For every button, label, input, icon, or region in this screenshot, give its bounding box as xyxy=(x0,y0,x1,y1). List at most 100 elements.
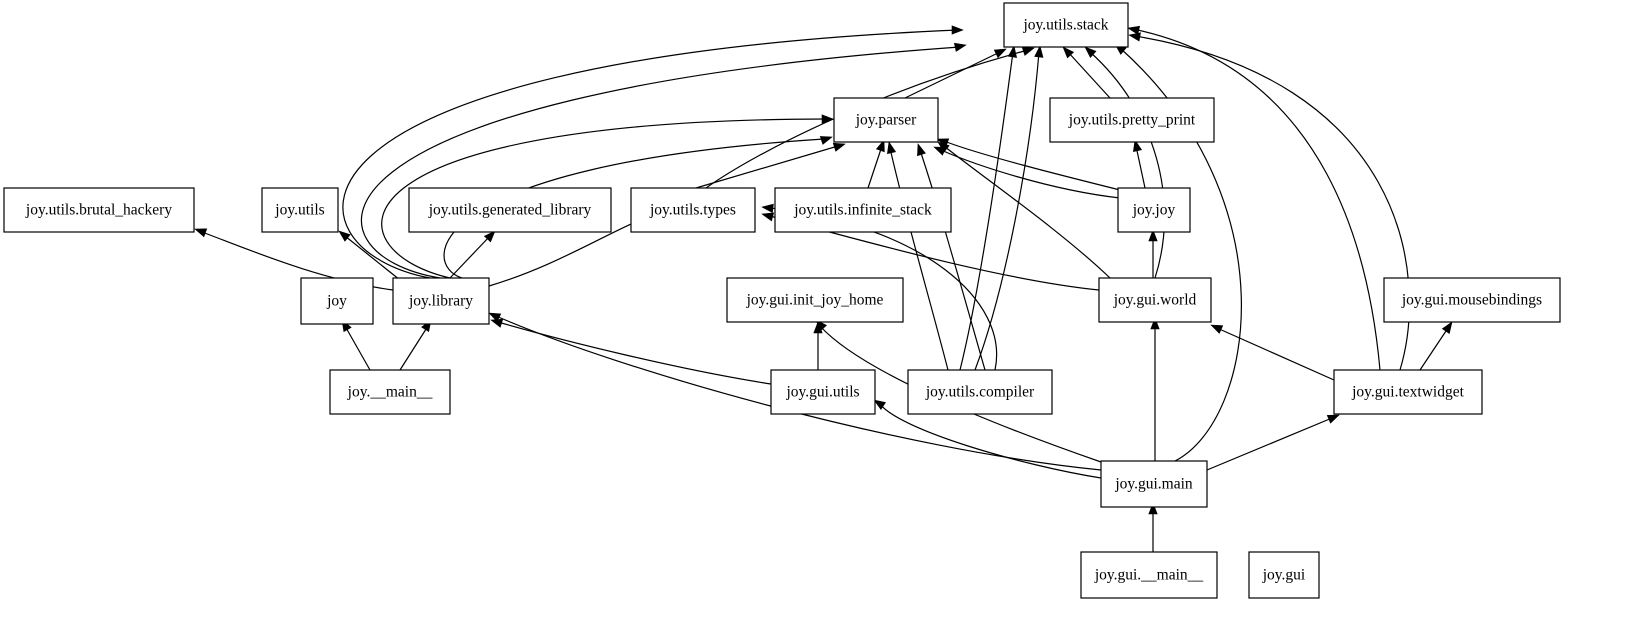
node-stack[interactable]: joy.utils.stack xyxy=(1003,2,1129,48)
node-box-mousebindings[interactable] xyxy=(1383,277,1561,323)
node-label-mousebindings: joy.gui.mousebindings xyxy=(1401,292,1542,309)
arrowhead-library-to-stack xyxy=(953,42,967,52)
node-label-generated_library: joy.utils.generated_library xyxy=(428,202,592,219)
edge-compiler-to-parser xyxy=(889,147,949,371)
arrowhead-library-to-stack xyxy=(951,25,964,35)
node-box-gui_dunder_main[interactable] xyxy=(1080,551,1218,599)
node-label-gui: joy.gui xyxy=(1262,567,1306,584)
node-label-brutal_hackery: joy.utils.brutal_hackery xyxy=(25,202,172,219)
node-utils[interactable]: joy.utils xyxy=(261,187,339,233)
arrowhead-gui_main-to-textwidget xyxy=(1326,414,1340,424)
node-joy[interactable]: joy xyxy=(300,277,374,325)
edge-types-to-parser xyxy=(695,145,839,189)
node-box-pretty_print[interactable] xyxy=(1049,97,1215,143)
node-box-compiler[interactable] xyxy=(907,369,1053,415)
node-mousebindings[interactable]: joy.gui.mousebindings xyxy=(1383,277,1561,323)
node-label-infinite_stack: joy.utils.infinite_stack xyxy=(793,202,932,219)
arrowhead-types-to-parser xyxy=(832,142,846,152)
edge-world-to-stack xyxy=(1089,51,1166,279)
node-library[interactable]: joy.library xyxy=(392,277,490,325)
node-textwidget[interactable]: joy.gui.textwidget xyxy=(1333,369,1483,415)
edge-textwidget-to-stack xyxy=(1134,35,1410,371)
node-gui_utils[interactable]: joy.gui.utils xyxy=(770,369,876,415)
node-brutal_hackery[interactable]: joy.utils.brutal_hackery xyxy=(3,187,195,233)
node-label-stack: joy.utils.stack xyxy=(1022,17,1108,34)
arrowhead-compiler-to-types xyxy=(761,203,774,213)
edge-gui_main-to-textwidget xyxy=(1206,417,1333,471)
node-gui[interactable]: joy.gui xyxy=(1248,551,1320,599)
node-init_joy_home[interactable]: joy.gui.init_joy_home xyxy=(726,277,904,323)
node-box-types[interactable] xyxy=(630,187,756,233)
node-generated_library[interactable]: joy.utils.generated_library xyxy=(408,187,612,233)
edge-types-to-stack xyxy=(705,49,1029,189)
node-label-gui_main: joy.gui.main xyxy=(1114,476,1193,493)
arrowhead-gui_main-to-gui_utils xyxy=(873,399,887,411)
node-label-utils: joy.utils xyxy=(274,202,324,219)
node-label-main_mod: joy.__main__ xyxy=(347,384,433,401)
node-infinite_stack[interactable]: joy.utils.infinite_stack xyxy=(774,187,952,233)
node-label-world: joy.gui.world xyxy=(1113,292,1197,309)
arrowhead-compiler-to-parser xyxy=(887,141,897,155)
node-box-world[interactable] xyxy=(1098,277,1212,323)
arrowhead-compiler-to-parser xyxy=(917,143,926,157)
arrowhead-types-to-stack xyxy=(1021,47,1035,56)
edge-textwidget-to-world xyxy=(1216,327,1335,381)
edge-compiler-to-parser xyxy=(919,149,986,371)
node-box-gui_utils[interactable] xyxy=(770,369,876,415)
arrowhead-gui_dunder_main-to-gui_main xyxy=(1148,502,1158,515)
edge-gui_main-to-gui_utils xyxy=(879,403,1102,479)
node-parser[interactable]: joy.parser xyxy=(833,97,939,143)
node-joyjoy[interactable]: joy.joy xyxy=(1117,187,1191,233)
edge-infinite_stack-to-parser xyxy=(867,145,883,189)
arrowhead-infinite_stack-to-parser xyxy=(875,139,885,153)
arrowhead-library-to-utils xyxy=(338,230,351,242)
arrowhead-compiler-to-stack xyxy=(1034,45,1044,58)
arrowhead-world-to-joyjoy xyxy=(1148,229,1158,242)
edge-compiler-to-stack xyxy=(974,51,1040,371)
node-label-joy: joy xyxy=(326,293,347,310)
node-box-main_mod[interactable] xyxy=(329,369,451,415)
edge-library-to-generated_library xyxy=(449,235,491,279)
node-label-library: joy.library xyxy=(408,293,473,310)
node-box-joy[interactable] xyxy=(300,277,374,325)
node-compiler[interactable]: joy.utils.compiler xyxy=(907,369,1053,415)
node-box-library[interactable] xyxy=(392,277,490,325)
node-box-init_joy_home[interactable] xyxy=(726,277,904,323)
node-world[interactable]: joy.gui.world xyxy=(1098,277,1212,323)
node-box-textwidget[interactable] xyxy=(1333,369,1483,415)
edge-joyjoy-to-parser xyxy=(940,149,1121,199)
node-box-parser[interactable] xyxy=(833,97,939,143)
node-box-stack[interactable] xyxy=(1003,2,1129,48)
edge-gui_utils-to-library xyxy=(497,321,772,385)
node-gui_dunder_main[interactable]: joy.gui.__main__ xyxy=(1080,551,1218,599)
node-box-gui_main[interactable] xyxy=(1100,460,1208,508)
edge-textwidget-to-stack xyxy=(1132,28,1381,371)
node-label-types: joy.utils.types xyxy=(649,202,736,219)
arrowhead-parser-to-stack xyxy=(993,48,1007,59)
node-box-gui[interactable] xyxy=(1248,551,1320,599)
arrowhead-gui_main-to-world xyxy=(1150,317,1160,330)
node-label-gui_utils: joy.gui.utils xyxy=(785,384,859,401)
node-box-joyjoy[interactable] xyxy=(1117,187,1191,233)
node-pretty_print[interactable]: joy.utils.pretty_print xyxy=(1049,97,1215,143)
node-main_mod[interactable]: joy.__main__ xyxy=(329,369,451,415)
node-box-utils[interactable] xyxy=(261,187,339,233)
arrowhead-textwidget-to-stack xyxy=(1127,25,1141,35)
arrowhead-textwidget-to-stack xyxy=(1128,32,1141,42)
arrowhead-world-to-stack xyxy=(1084,46,1097,59)
node-box-infinite_stack[interactable] xyxy=(774,187,952,233)
edge-library-to-stack xyxy=(361,46,961,279)
edge-world-to-parser xyxy=(943,145,1111,279)
node-box-brutal_hackery[interactable] xyxy=(3,187,195,233)
node-label-gui_dunder_main: joy.gui.__main__ xyxy=(1094,567,1204,584)
arrowhead-library-to-brutal_hackery xyxy=(194,228,208,238)
node-gui_main[interactable]: joy.gui.main xyxy=(1100,460,1208,508)
arrowhead-world-to-parser xyxy=(937,141,950,153)
node-box-generated_library[interactable] xyxy=(408,187,612,233)
arrowhead-compiler-to-stack xyxy=(1007,45,1018,58)
node-types[interactable]: joy.utils.types xyxy=(630,187,756,233)
node-label-init_joy_home: joy.gui.init_joy_home xyxy=(746,292,884,309)
arrowhead-textwidget-to-mousebindings xyxy=(1441,321,1453,334)
